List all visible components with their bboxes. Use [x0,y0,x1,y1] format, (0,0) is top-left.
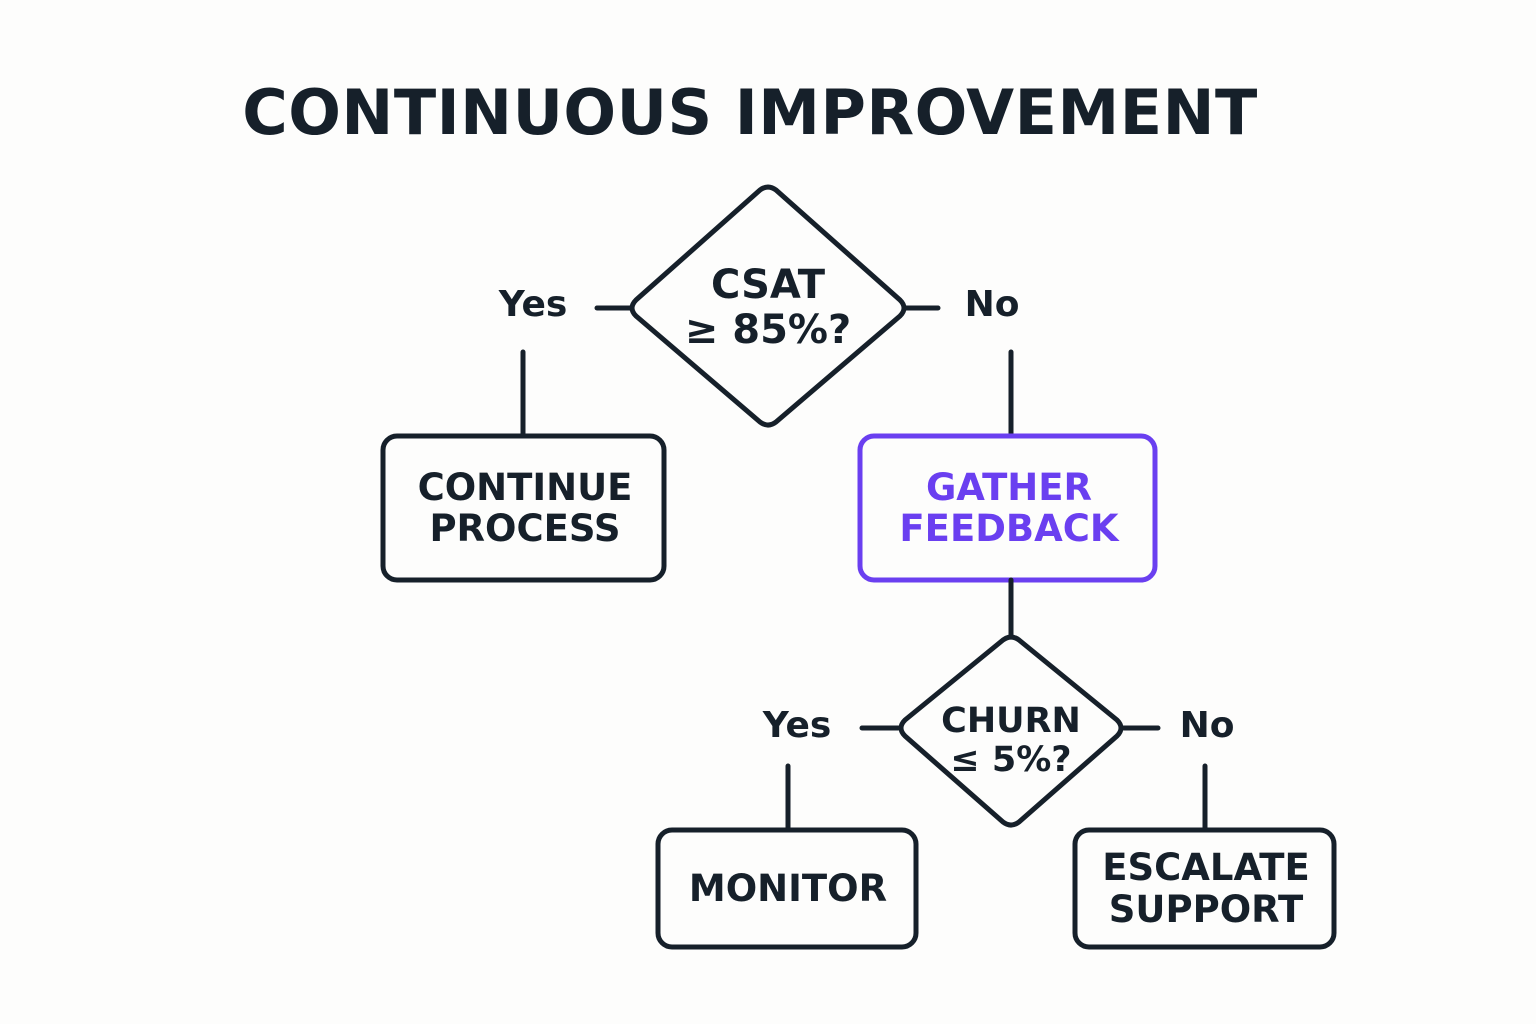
gather-feedback-box: GATHER FEEDBACK [860,436,1158,580]
gather-feedback-line2: FEEDBACK [899,507,1119,550]
csat-yes-label: Yes [498,284,568,325]
continue-process-line2: PROCESS [429,507,621,550]
churn-decision-line1: CHURN [941,700,1081,741]
continue-process-line1: CONTINUE [417,465,633,509]
page-title: CONTINUOUS IMPROVEMENT [242,76,1258,149]
continue-process-box-outline [380,433,667,583]
csat-decision-text: CSAT ≥ 85%? [668,252,868,364]
continue-process-box: CONTINUE PROCESS [383,436,667,580]
csat-decision-line1: CSAT [710,262,826,309]
monitor-box: MONITOR [658,830,918,947]
csat-decision-line2: ≥ 85%? [684,307,852,353]
monitor-box-outline [655,827,919,950]
gather-feedback-line1: GATHER [925,465,1093,509]
escalate-support-line1: ESCALATE [1102,846,1310,890]
escalate-support-line2: SUPPORT [1108,887,1304,931]
csat-decision-diamond [629,184,907,428]
escalate-support-box: ESCALATE SUPPORT [1075,830,1337,947]
churn-decision-text: CHURN ≤ 5%? [920,696,1102,786]
escalate-support-box-outline [1072,827,1337,950]
gather-feedback-box-outline [857,433,1158,583]
churn-no-label: No [1179,705,1235,746]
churn-decision-diamond [898,634,1124,828]
monitor-line1: MONITOR [688,866,888,910]
churn-yes-label: Yes [762,705,832,746]
csat-no-label: No [964,284,1020,325]
churn-decision-line2: ≤ 5%? [950,740,1072,780]
